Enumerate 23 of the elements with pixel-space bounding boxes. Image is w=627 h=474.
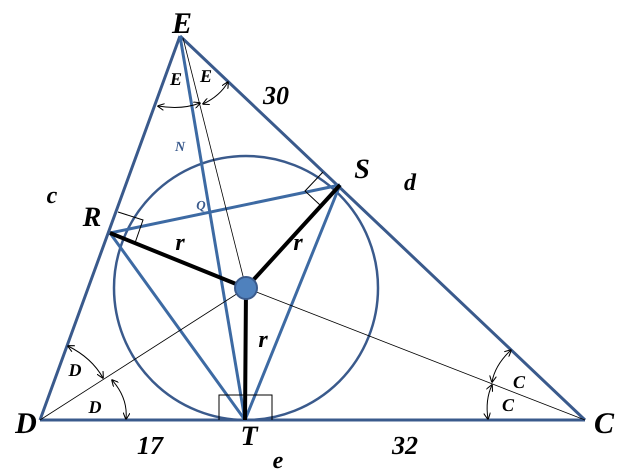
point-label: Q <box>196 198 206 212</box>
point-label: D <box>68 361 82 379</box>
point-label: N <box>174 141 186 155</box>
point-label: C <box>513 373 525 391</box>
point-label: T <box>240 423 258 451</box>
point-label: 30 <box>263 83 289 109</box>
point-label: 32 <box>392 433 418 459</box>
point-label: C <box>502 396 514 414</box>
point-label: r <box>293 231 303 255</box>
point-label: D <box>15 409 37 439</box>
point-label: r <box>258 328 268 352</box>
point-label: D <box>88 398 102 416</box>
point-label: E <box>170 70 182 88</box>
point-label: 17 <box>137 433 163 459</box>
point-label: e <box>272 449 284 473</box>
point-label: E <box>200 67 212 85</box>
point-label: d <box>404 171 416 195</box>
point-label: R <box>82 204 102 232</box>
point-label: S <box>354 156 370 184</box>
point-label: r <box>175 231 185 255</box>
point-label: C <box>594 409 614 439</box>
point-label: c <box>46 184 58 208</box>
point-label: E <box>172 9 192 39</box>
